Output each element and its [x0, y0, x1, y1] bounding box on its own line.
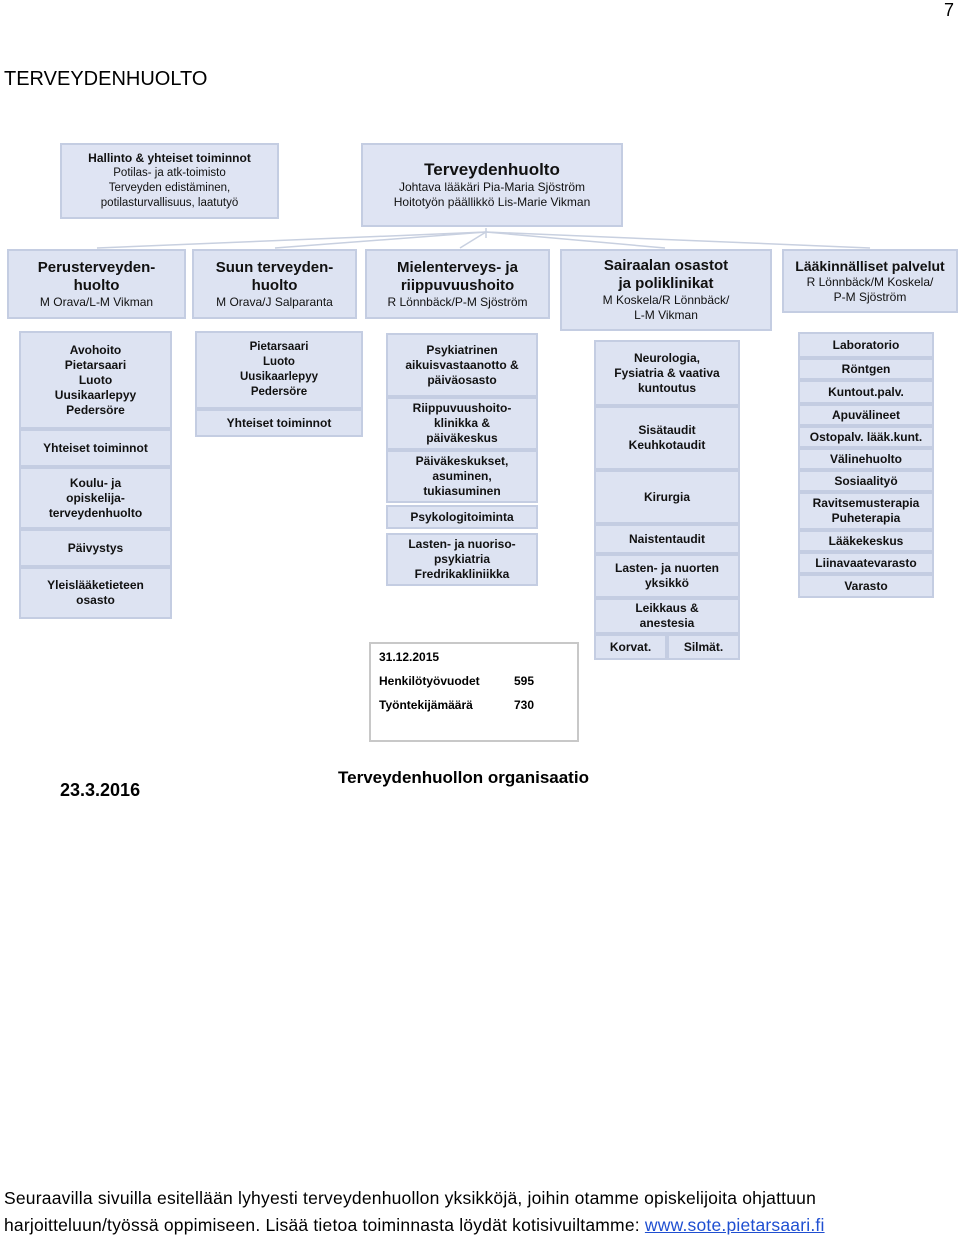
unit-label: Lääkekeskus	[828, 533, 904, 548]
unit-box: Sosiaalityö	[798, 470, 934, 492]
division-title: Perusterveyden- huolto	[37, 258, 156, 294]
main-lines: Johtava lääkäri Pia-Maria Sjöström Hoito…	[393, 180, 591, 209]
intro-paragraph: Seuraavilla sivuilla esitellään lyhyesti…	[4, 1185, 960, 1239]
unit-label: Riippuvuushoito- klinikka & päiväkeskus	[412, 401, 512, 445]
admin-title: Hallinto & yhteiset toiminnot	[88, 151, 251, 165]
unit-box: Yleislääketieteen osasto	[19, 567, 172, 619]
unit-label: Lasten- ja nuoriso- psykiatria Fredrikak…	[408, 537, 516, 581]
unit-box: Liinavaatevarasto	[798, 552, 934, 574]
unit-label: Röntgen	[841, 361, 891, 376]
division-people: M Orava/J Salparanta	[216, 294, 333, 309]
division-people: M Koskela/R Lönnbäck/ L-M Vikman	[602, 293, 730, 322]
page-number: 7	[943, 0, 954, 20]
division-title: Suun terveyden- huolto	[215, 258, 334, 294]
unit-box: Psykiatrinen aikuisvastaanotto & päiväos…	[386, 333, 538, 397]
unit-label: Koulu- ja opiskelija- terveydenhuolto	[48, 475, 143, 520]
unit-box: Kirurgia	[594, 470, 740, 524]
unit-label: Avohoito Pietarsaari Luoto Uusikaarlepyy…	[54, 342, 137, 417]
unit-box: Naistentaudit	[594, 524, 740, 554]
unit-label: Pietarsaari Luoto Uusikaarlepyy Pedersör…	[240, 341, 318, 398]
unit-label: Korvat.	[609, 639, 652, 654]
division-sairaalan-osastot: Sairaalan osastot ja poliklinikat M Kosk…	[560, 249, 772, 331]
chart-date: 23.3.2016	[60, 780, 141, 800]
unit-box: Päiväkeskukset, asuminen, tukiasuminen	[386, 450, 538, 503]
unit-box: Lasten- ja nuoriso- psykiatria Fredrikak…	[386, 533, 538, 586]
unit-box: Riippuvuushoito- klinikka & päiväkeskus	[386, 397, 538, 450]
statistics-box: 31.12.2015 Henkilötyövuodet 595 Työnteki…	[369, 642, 579, 742]
unit-box: Silmät.	[667, 634, 740, 660]
unit-label: Päiväkeskukset, asuminen, tukiasuminen	[415, 454, 509, 498]
statistics-label: Työntekijämäärä	[379, 698, 473, 712]
statistics-row: Työntekijämäärä 730	[379, 698, 569, 712]
unit-box: Ravitsemusterapia Puheterapia	[798, 492, 934, 530]
division-people: R Lönnbäck/M Koskela/ P-M Sjöström	[806, 274, 934, 304]
unit-box: Sisätaudit Keuhkotaudit	[594, 406, 740, 470]
division-people: M Orava/L-M Vikman	[39, 294, 154, 309]
unit-box: Lääkekeskus	[798, 530, 934, 552]
unit-box: Pietarsaari Luoto Uusikaarlepyy Pedersör…	[195, 331, 363, 409]
unit-label: Psykiatrinen aikuisvastaanotto & päiväos…	[405, 342, 519, 387]
unit-label: Ravitsemusterapia Puheterapia	[812, 496, 920, 525]
unit-label: Päivystys	[67, 540, 124, 555]
statistics-value: 730	[514, 698, 535, 712]
unit-box: Ostopalv. lääk.kunt.	[798, 426, 934, 448]
unit-box: Avohoito Pietarsaari Luoto Uusikaarlepyy…	[19, 331, 172, 429]
admin-lines: Potilas- ja atk-toimisto Terveyden edist…	[100, 167, 239, 209]
unit-label: Välinehuolto	[830, 451, 902, 466]
unit-label: Laboratorio	[832, 337, 900, 352]
unit-box: Yhteiset toiminnot	[195, 409, 363, 437]
unit-box: Korvat.	[594, 634, 667, 660]
unit-box: Psykologitoiminta	[386, 505, 538, 529]
division-title: Sairaalan osastot ja poliklinikat	[603, 257, 729, 292]
unit-box: Varasto	[798, 574, 934, 598]
division-suun-terveydenhuolto: Suun terveyden- huolto M Orava/J Salpara…	[192, 249, 357, 319]
unit-box: Kuntout.palv.	[798, 380, 934, 404]
unit-label: Yleislääketieteen osasto	[47, 578, 144, 607]
unit-label: Yhteiset toiminnot	[43, 440, 148, 455]
statistics-label: Henkilötyövuodet	[379, 674, 480, 688]
unit-box: Laboratorio	[798, 332, 934, 358]
website-link[interactable]: www.sote.pietarsaari.fi	[644, 1215, 825, 1235]
division-people: R Lönnbäck/P-M Sjöström	[387, 294, 528, 309]
unit-box: Välinehuolto	[798, 448, 934, 470]
unit-box: Koulu- ja opiskelija- terveydenhuolto	[19, 467, 172, 529]
division-perusterveydenhuolto: Perusterveyden- huolto M Orava/L-M Vikma…	[7, 249, 186, 319]
unit-box: Röntgen	[798, 358, 934, 380]
unit-label: Ostopalv. lääk.kunt.	[809, 429, 923, 444]
intro-text: Seuraavilla sivuilla esitellään lyhyesti…	[4, 1188, 817, 1235]
admin-box: Hallinto & yhteiset toiminnot Potilas- j…	[60, 143, 279, 219]
unit-label: Sosiaalityö	[834, 473, 898, 488]
page-heading: TERVEYDENHUOLTO	[4, 68, 208, 90]
unit-label: Kirurgia	[643, 489, 690, 504]
division-laakinnalliset-palvelut: Lääkinnälliset palvelut R Lönnbäck/M Kos…	[782, 249, 958, 313]
unit-label: Varasto	[844, 578, 888, 593]
unit-label: Psykologitoiminta	[410, 509, 514, 524]
unit-label: Silmät.	[683, 639, 724, 654]
unit-label: Neurologia, Fysiatria & vaativa kuntoutu…	[614, 350, 720, 395]
division-title: Lääkinnälliset palvelut	[795, 257, 945, 274]
unit-box: Leikkaus & anestesia	[594, 598, 740, 634]
unit-label: Leikkaus & anestesia	[635, 601, 699, 630]
unit-label: Apuvälineet	[831, 407, 900, 422]
unit-box: Yhteiset toiminnot	[19, 429, 172, 467]
unit-label: Sisätaudit Keuhkotaudit	[628, 423, 706, 452]
unit-label: Naistentaudit	[628, 531, 705, 546]
unit-label: Yhteiset toiminnot	[226, 415, 332, 430]
unit-box: Neurologia, Fysiatria & vaativa kuntoutu…	[594, 340, 740, 406]
unit-label: Kuntout.palv.	[828, 384, 904, 399]
main-title: Terveydenhuolto	[424, 160, 560, 179]
unit-box: Apuvälineet	[798, 404, 934, 426]
division-mielenterveys: Mielenterveys- ja riippuvuushoito R Lönn…	[365, 249, 550, 319]
statistics-value: 595	[514, 674, 535, 688]
division-title: Mielenterveys- ja riippuvuushoito	[397, 258, 518, 294]
unit-box: Päivystys	[19, 529, 172, 567]
unit-label: Liinavaatevarasto	[815, 555, 917, 570]
unit-box: Lasten- ja nuorten yksikkö	[594, 554, 740, 598]
chart-title: Terveydenhuollon organisaatio	[338, 768, 589, 787]
main-box: Terveydenhuolto Johtava lääkäri Pia-Mari…	[361, 143, 623, 227]
statistics-row: Henkilötyövuodet 595	[379, 674, 569, 688]
unit-label: Lasten- ja nuorten yksikkö	[614, 561, 719, 590]
statistics-date: 31.12.2015	[379, 650, 440, 664]
